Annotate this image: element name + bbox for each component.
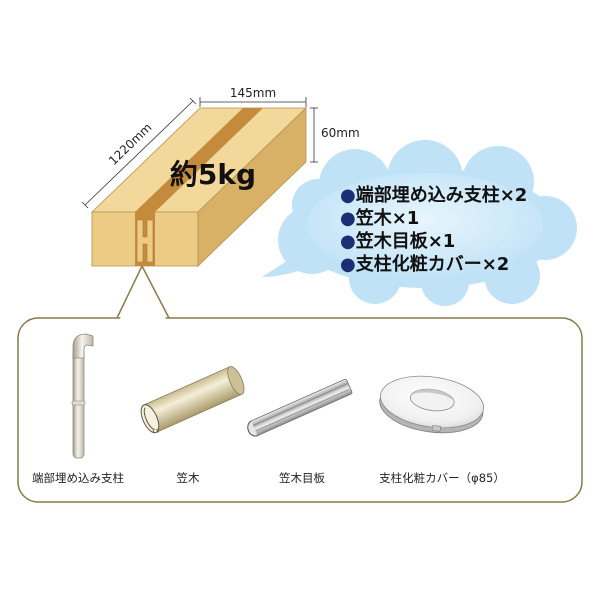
part-post-cover: 支柱化粧カバー（φ85）	[379, 375, 505, 485]
ring-tab	[431, 424, 442, 432]
dimension-length-line	[84, 100, 194, 206]
pole-cap	[72, 333, 94, 359]
box-tape-top	[135, 108, 263, 212]
pole-band	[71, 400, 86, 406]
tube-slot	[152, 428, 159, 434]
contents-item-text: 端部埋め込み支柱×2	[356, 184, 528, 206]
package-box: 約5kg	[91, 107, 307, 267]
strip-groove	[255, 389, 349, 432]
box-tape-h-mark	[136, 219, 154, 263]
dimension-length-tick-start	[81, 201, 89, 209]
ring-inner-wall	[410, 389, 455, 404]
contents-item-text: 笠木目板×1	[355, 230, 456, 252]
part-embedded-post: 端部埋め込み支柱	[32, 333, 124, 485]
dimension-height: 60mm	[310, 107, 360, 163]
pole-icon	[71, 333, 94, 459]
dimension-width: 145mm	[199, 86, 307, 107]
strip-end-profile	[247, 420, 258, 437]
contents-item-1: ●端部埋め込み支柱×2	[340, 184, 527, 206]
bullet-icon: ●	[340, 254, 356, 275]
tube-profile	[143, 407, 156, 431]
dimension-width-label: 145mm	[230, 86, 276, 100]
bullet-icon: ●	[340, 208, 356, 229]
handrail-tube-icon	[140, 366, 245, 434]
post-cover-ring-icon	[379, 375, 484, 434]
part-handrail-joint-plate: 笠木目板	[247, 378, 353, 485]
part-handrail: 笠木	[140, 366, 245, 485]
contents-item-2: ●笠木×1	[340, 207, 419, 229]
contents-item-text: 笠木×1	[355, 207, 420, 229]
weight-label: 約5kg	[170, 158, 256, 191]
joint-strip-icon	[247, 378, 353, 437]
part-label: 支柱化粧カバー（φ85）	[379, 471, 505, 485]
strip-groove	[252, 383, 347, 426]
bullet-icon: ●	[340, 231, 356, 252]
contents-item-4: ●支柱化粧カバー×2	[340, 253, 509, 275]
contents-list: ●端部埋め込み支柱×2 ●笠木×1 ●笠木目板×1 ●支柱化粧カバー×2	[340, 184, 527, 275]
dimension-height-label: 60mm	[321, 126, 360, 140]
contents-item-3: ●笠木目板×1	[340, 230, 455, 252]
contents-item-text: 支柱化粧カバー×2	[355, 253, 510, 275]
cloud-highlight	[307, 173, 543, 277]
panel-pointer-gap	[119, 266, 167, 321]
part-label: 笠木目板	[279, 471, 325, 485]
tube-far-end	[227, 366, 245, 395]
cloud-tail	[262, 252, 314, 277]
part-label: 端部埋め込み支柱	[32, 471, 124, 485]
part-label: 笠木	[177, 471, 200, 485]
tube-near-end	[140, 404, 160, 434]
bullet-icon: ●	[340, 185, 356, 206]
dimension-length-tick-end	[189, 97, 197, 105]
